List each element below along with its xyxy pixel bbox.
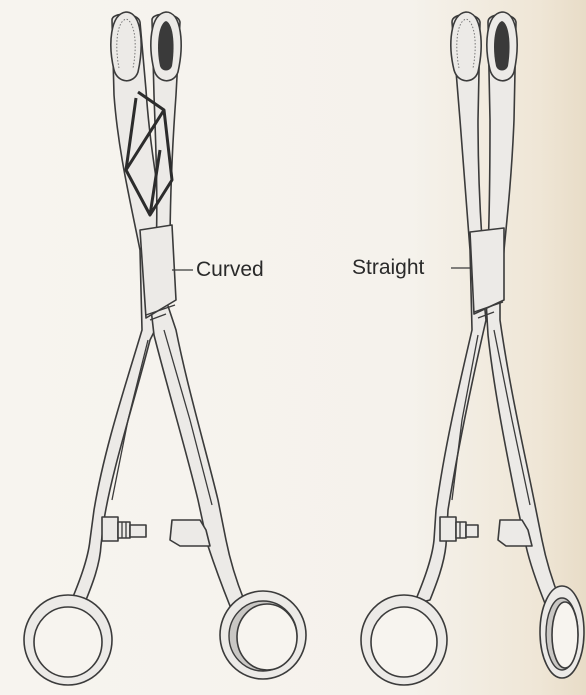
- straight-label: Straight: [352, 257, 424, 278]
- curved-forceps: [24, 12, 306, 685]
- curved-forceps-left-tip: [111, 12, 141, 81]
- straight-forceps-ratchet: [440, 517, 456, 541]
- curved-forceps-right-ring: [220, 591, 306, 679]
- curved-forceps-right-arm: [150, 14, 244, 606]
- curved-forceps-left-ring: [24, 595, 112, 685]
- curved-label: Curved: [196, 259, 264, 280]
- straight-forceps-hinge: [470, 228, 504, 314]
- straight-forceps-left-ring: [361, 595, 447, 685]
- straight-forceps-right-arm: [486, 15, 560, 607]
- straight-forceps-right-ring: [540, 586, 584, 678]
- curved-forceps-ratchet: [102, 517, 118, 541]
- straight-forceps: [361, 12, 584, 685]
- straight-forceps-left-tip: [451, 12, 481, 81]
- curved-forceps-hinge: [140, 225, 176, 318]
